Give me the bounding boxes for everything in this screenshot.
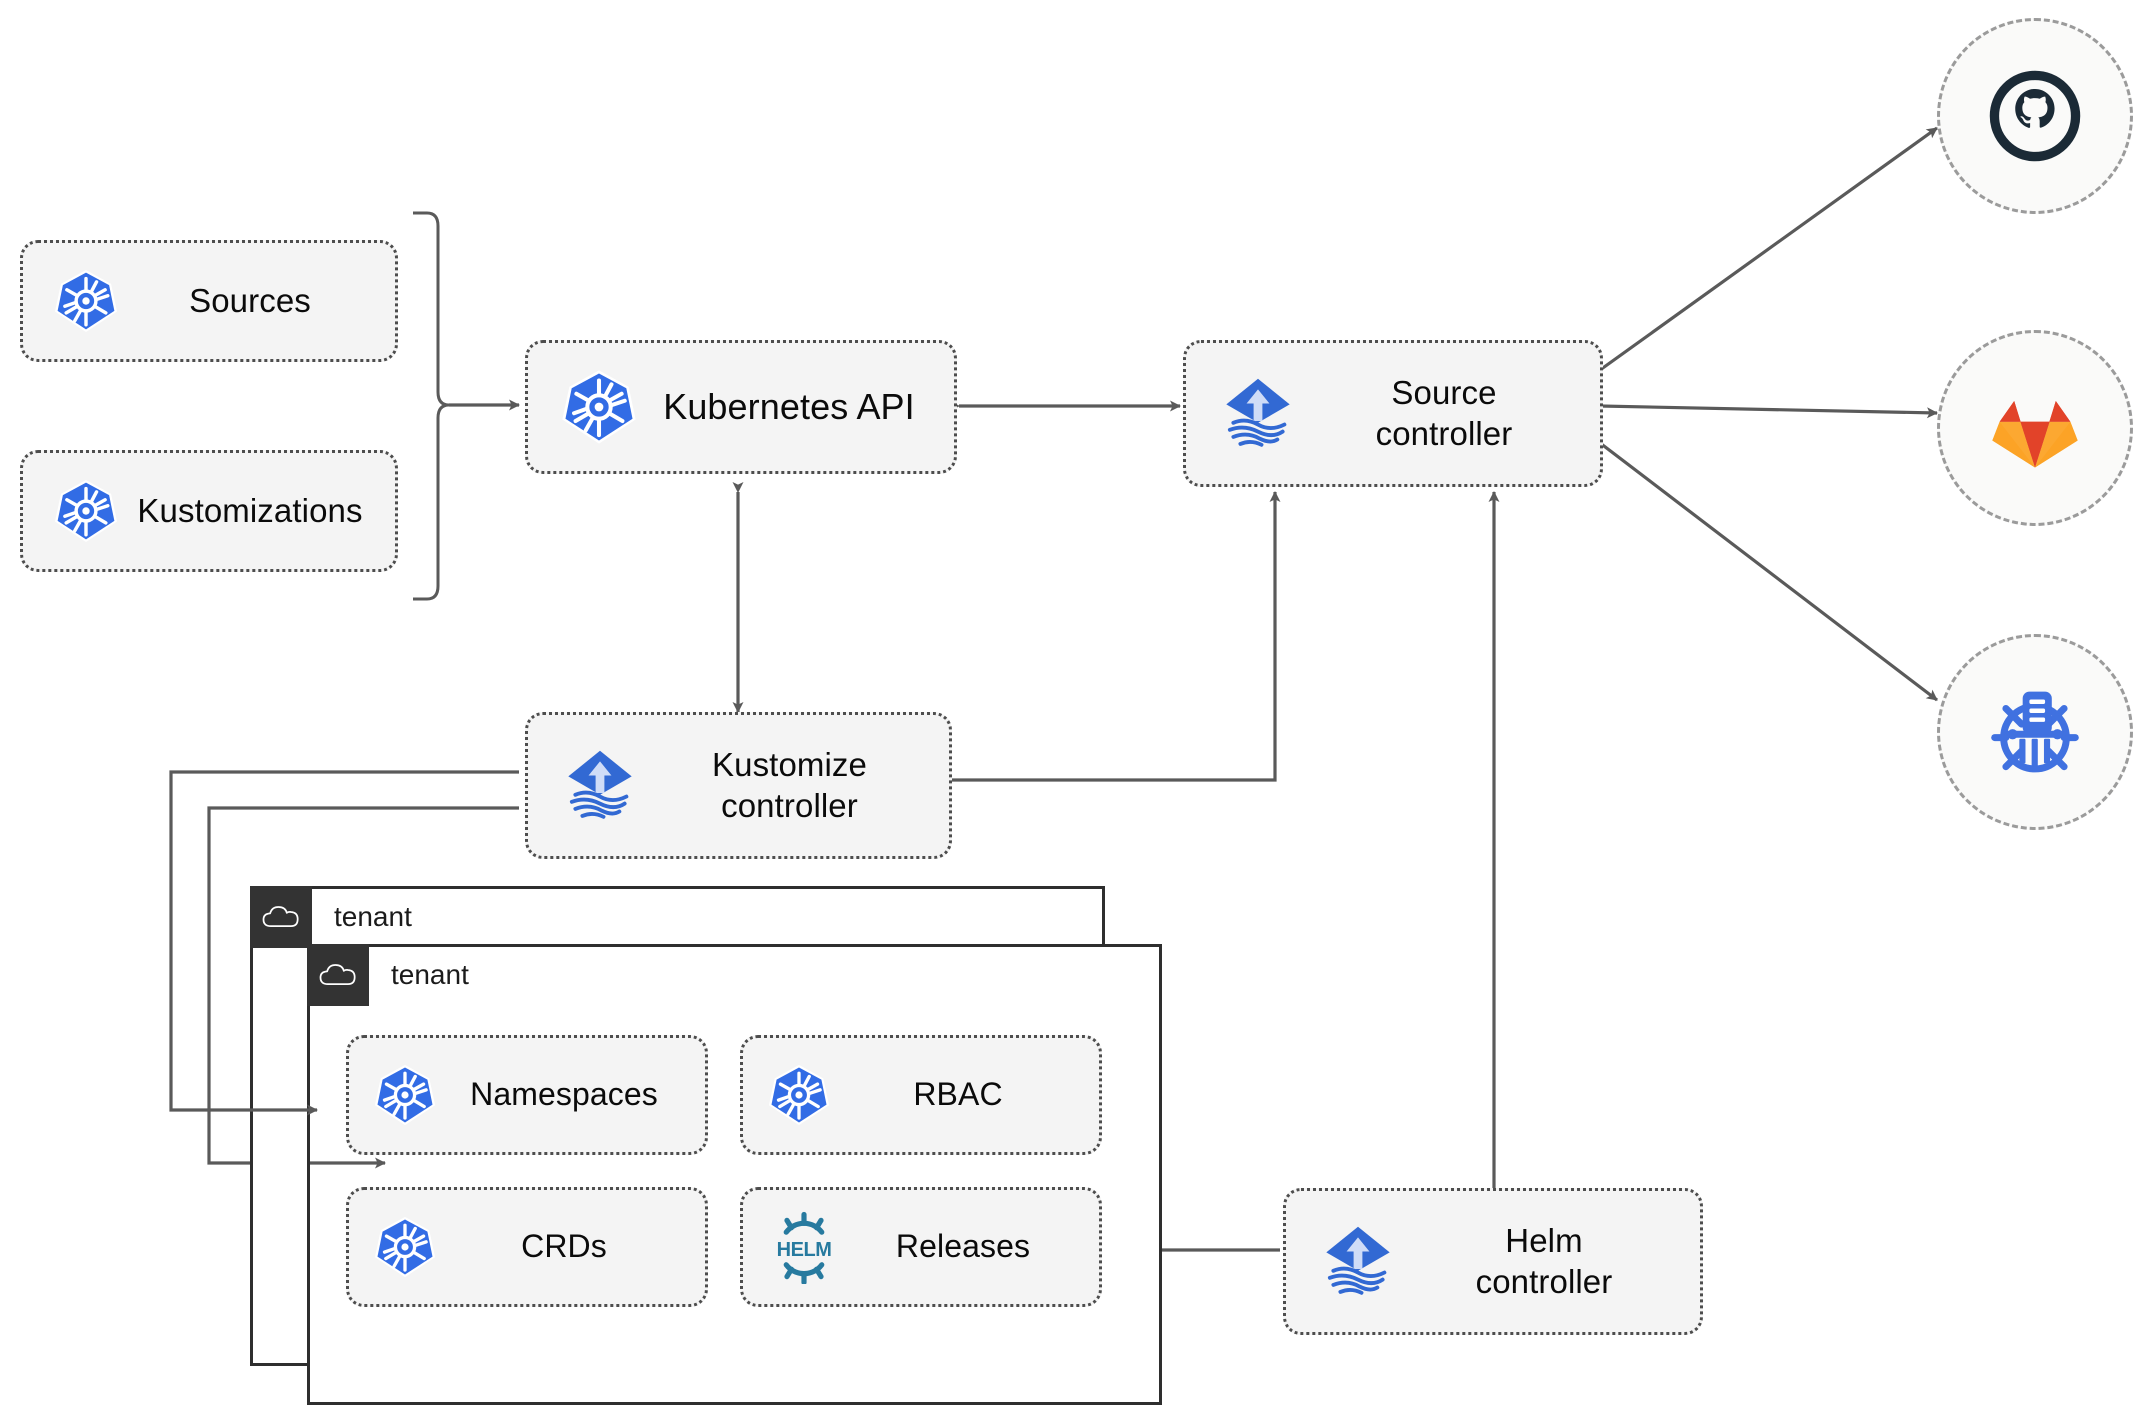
node-label: Namespaces [470, 1076, 658, 1113]
node-label: Kubernetes API [663, 386, 915, 428]
provider-gitlab[interactable] [1937, 330, 2133, 526]
kubernetes-icon [767, 1063, 831, 1127]
gitlab-icon [1992, 400, 2078, 468]
wire-source-helmrepo [1599, 441, 1938, 702]
helm-icon: HELM [767, 1210, 841, 1284]
kubernetes-icon [53, 268, 119, 334]
svg-text:HELM: HELM [777, 1239, 832, 1261]
node-rbac[interactable]: RBAC [740, 1035, 1102, 1155]
wire-kustomize-source [952, 491, 1281, 782]
wire-source-gitlab [1599, 404, 1938, 419]
node-kubernetes-api[interactable]: Kubernetes API [525, 340, 957, 474]
node-crds[interactable]: CRDs [346, 1187, 708, 1307]
node-label: CRDs [521, 1228, 607, 1265]
tenant-container-front[interactable]: tenant Namesp [307, 944, 1162, 1405]
kubernetes-icon [560, 368, 638, 446]
tenant-header: tenant [307, 944, 469, 1006]
kubernetes-icon [53, 478, 119, 544]
node-label: Helm controller [1475, 1222, 1613, 1300]
flux-icon [1314, 1218, 1402, 1306]
tenant-header: tenant [250, 886, 412, 948]
flux-icon [1214, 370, 1302, 458]
tenant-label: tenant [391, 959, 469, 990]
node-label: Releases [895, 1228, 1031, 1265]
node-namespaces[interactable]: Namespaces [346, 1035, 708, 1155]
node-source-controller[interactable]: Source controller [1183, 340, 1603, 487]
node-sources[interactable]: Sources [20, 240, 398, 362]
kubernetes-icon [373, 1215, 437, 1279]
wire-kustomize-tenant-back [169, 770, 519, 1116]
provider-helm-repository[interactable] [1937, 634, 2133, 830]
node-label: Kustomizations [137, 491, 363, 529]
node-label: Source controller [1375, 374, 1513, 452]
tenant-label: tenant [334, 901, 412, 932]
cloud-icon [307, 944, 369, 1006]
node-kustomizations[interactable]: Kustomizations [20, 450, 398, 572]
cloud-icon [250, 886, 312, 948]
github-icon [1989, 70, 2081, 162]
kubernetes-icon [373, 1063, 437, 1127]
node-helm-controller[interactable]: Helm controller [1283, 1188, 1703, 1335]
node-label: Kustomize controller [712, 746, 867, 824]
node-releases[interactable]: HELM Releases [740, 1187, 1102, 1307]
helm-chart-icon [1991, 691, 2079, 773]
node-kustomize-controller[interactable]: Kustomize controller [525, 712, 952, 859]
wire-source-github [1599, 126, 1938, 372]
node-label: RBAC [913, 1076, 1003, 1113]
provider-github[interactable] [1937, 18, 2133, 214]
node-label: Sources [189, 281, 311, 319]
flux-icon [556, 742, 644, 830]
